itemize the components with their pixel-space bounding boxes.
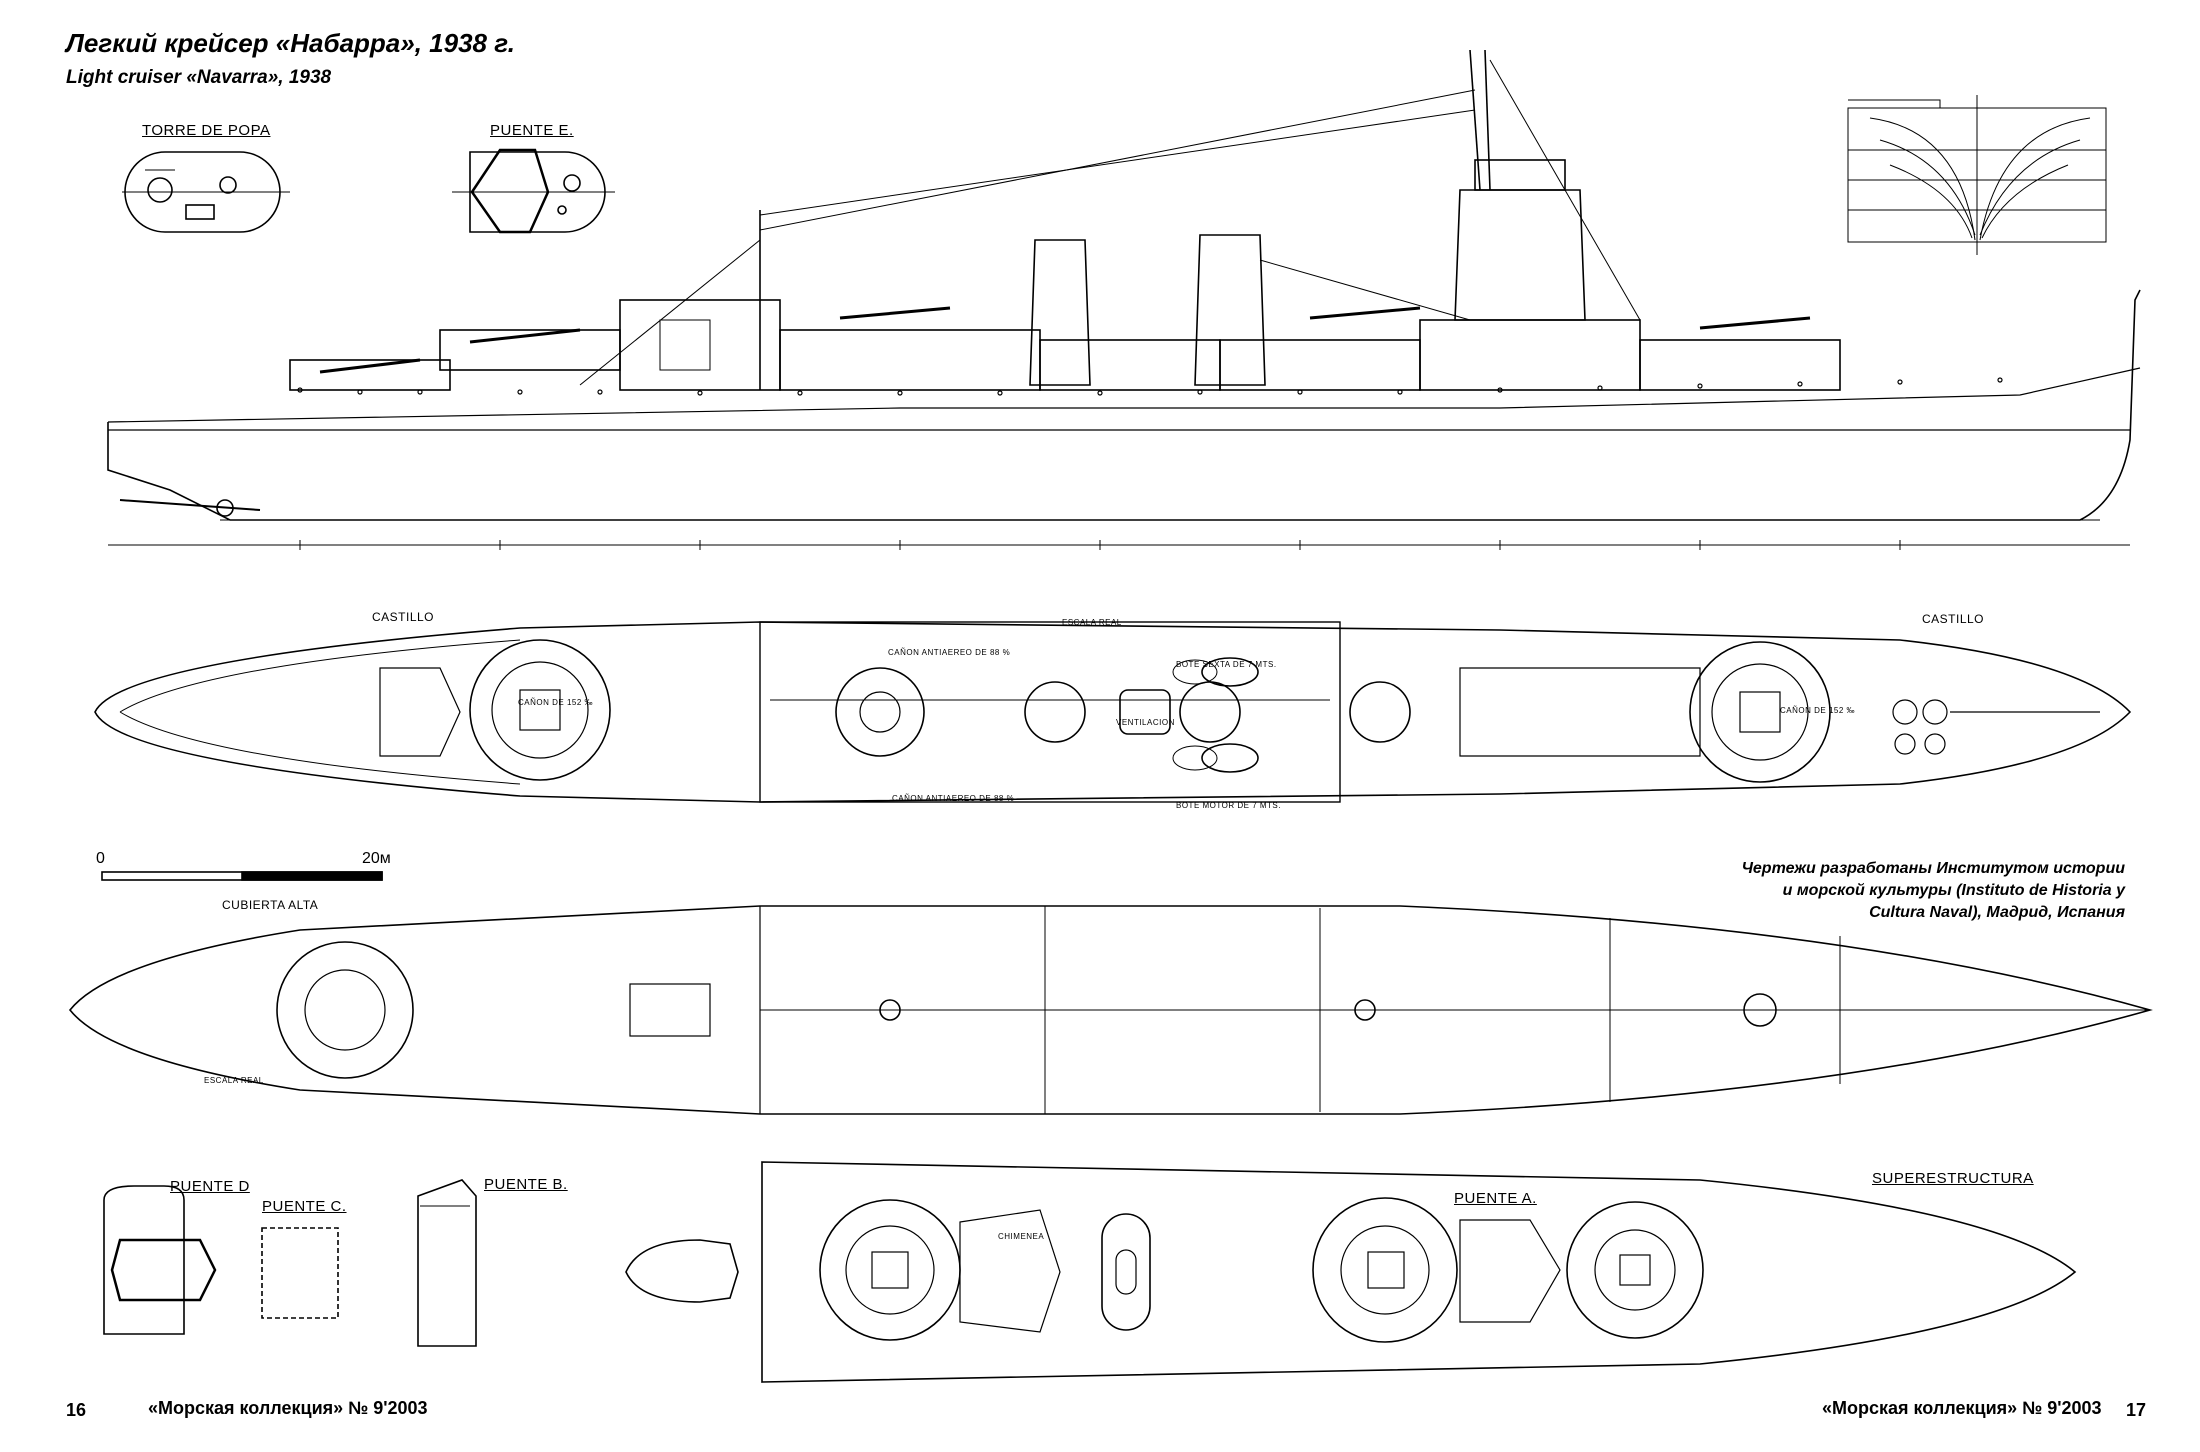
label-puente-c: PUENTE C. — [262, 1198, 347, 1215]
torre-de-popa-plan — [122, 151, 290, 233]
castillo-plan — [94, 621, 2132, 803]
scale-bar — [101, 871, 383, 881]
cubierta-alta-plan — [68, 905, 2153, 1115]
label-torre-de-popa: TORRE DE POPA — [142, 122, 271, 139]
label-cubierta-alta: CUBIERTA ALTA — [222, 898, 319, 912]
note-bote-motor: BOTE MOTOR DE 7 MTS. — [1176, 801, 1281, 810]
note-chimenea: CHIMENEA — [998, 1232, 1045, 1241]
note-canon-152-fwd: CAÑON DE 152 ‰ — [1780, 706, 1856, 715]
page-title: Легкий крейсер «Набарра», 1938 г. — [66, 28, 515, 58]
puente-e-plan — [452, 148, 615, 234]
label-puente-d: PUENTE D — [170, 1178, 250, 1195]
puente-d-plan — [103, 1185, 217, 1335]
small-structure-plan — [625, 1239, 739, 1303]
label-puente-e: PUENTE E. — [490, 122, 574, 139]
scale-bar-end-label: 20м — [362, 850, 391, 867]
journal-title-left: «Морская коллекция» № 9'2003 — [148, 1398, 428, 1418]
page-number-right: 17 — [2126, 1400, 2147, 1420]
page-subtitle: Light cruiser «Navarra», 1938 — [66, 67, 332, 88]
body-plan — [1847, 95, 2107, 255]
note-canon-152-aft: CAÑON DE 152 ‰ — [518, 698, 594, 707]
page-number-left: 16 — [66, 1400, 87, 1420]
label-castillo-left: CASTILLO — [372, 610, 435, 624]
label-puente-a: PUENTE A. — [1454, 1190, 1537, 1207]
note-canon-antiaereo-bottom: CAÑON ANTIAEREO DE 88 % — [892, 794, 1015, 803]
label-superestructura: SUPERESTRUCTURA — [1872, 1170, 2034, 1187]
label-castillo-right: CASTILLO — [1922, 612, 1985, 626]
profile-view — [107, 49, 2141, 550]
scale-bar-start-label: 0 — [96, 850, 105, 867]
note-ventilacion: VENTILACION — [1116, 718, 1175, 727]
label-puente-b: PUENTE B. — [484, 1176, 568, 1193]
puente-b-plan — [417, 1179, 477, 1347]
note-escala-real-low: ESCALA REAL — [204, 1076, 264, 1085]
note-canon-antiaereo-top: CAÑON ANTIAEREO DE 88 % — [888, 648, 1011, 657]
note-bote-sexta: BOTE SEXTA DE 7 MTS. — [1176, 660, 1277, 669]
drawing-credit: Чертежи разработаны Институтом истории и… — [1741, 860, 2125, 921]
superestructura-plan — [761, 1161, 2077, 1383]
journal-title-right: «Морская коллекция» № 9'2003 — [1822, 1398, 2102, 1418]
puente-c-plan — [261, 1227, 339, 1319]
